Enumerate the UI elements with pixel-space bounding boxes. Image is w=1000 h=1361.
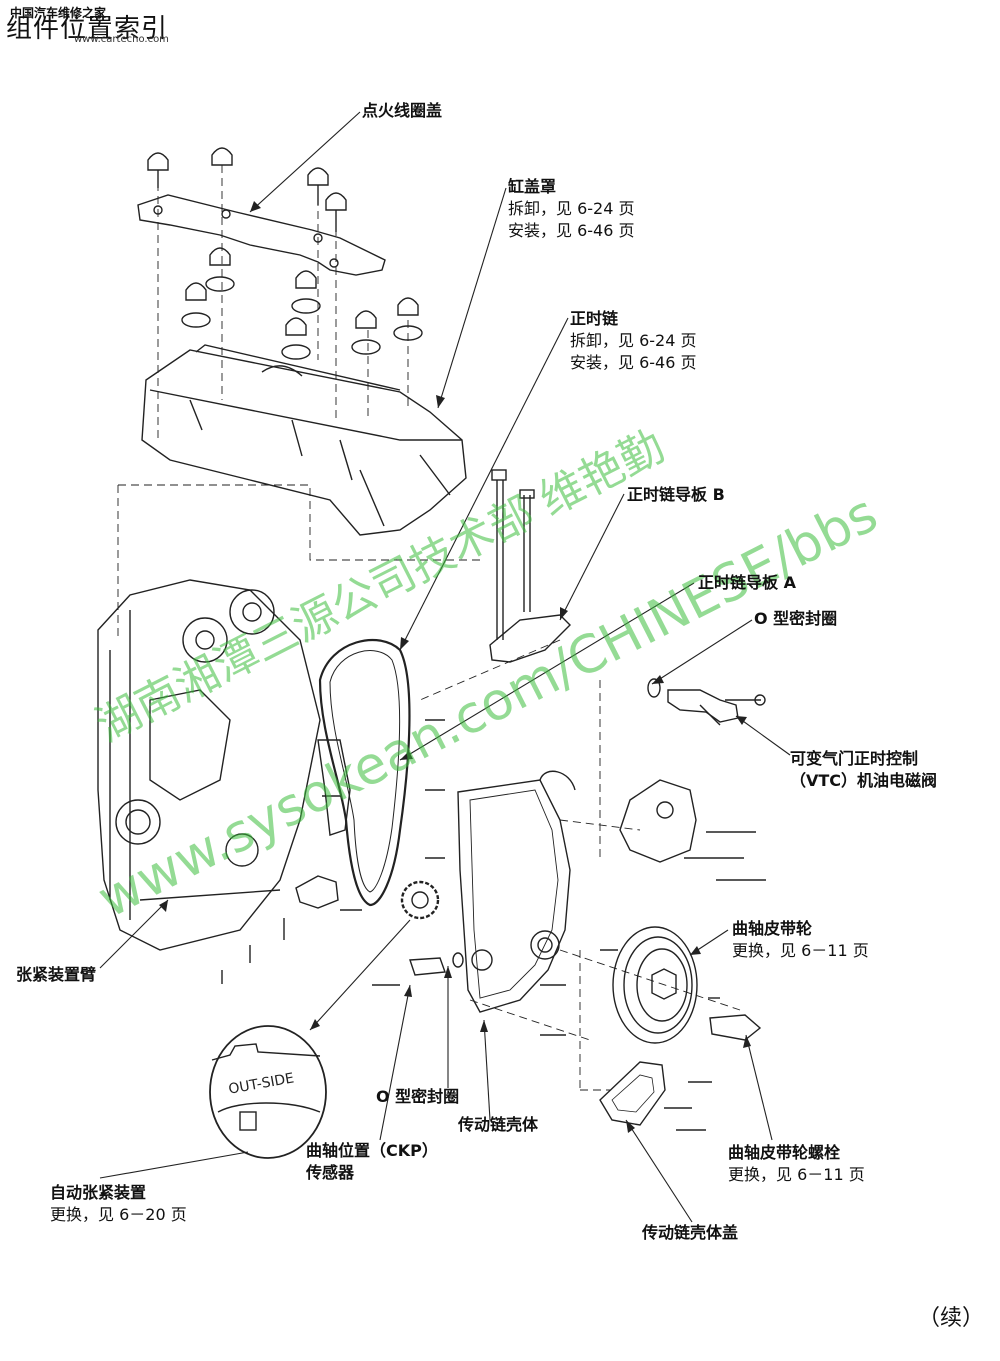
label-ignition-coil-cover: 点火线圈盖 [362,101,443,120]
chain-case-part [457,770,576,1013]
label-crank-pulley-bolt: 曲轴皮带轮螺栓 更换，见 6－11 页 [728,1143,865,1184]
engine-block-part [97,579,321,951]
detail-bubble [209,1025,327,1159]
crank-sprocket-part [400,880,440,920]
label-ckp-sensor: 曲轴位置（CKP） 传感器 [306,1141,438,1182]
label-vtc-solenoid: 可变气门正时控制 （VTC）机油电磁阀 [790,749,938,790]
continued-marker: （续） [918,1306,985,1331]
cover-fasteners [147,147,423,360]
crank-pulley-part [612,926,762,1044]
label-tensioner-arm: 张紧装置臂 [16,965,97,984]
label-cylinder-head-cover: 缸盖罩 拆卸，见 6-24 页 安装，见 6-46 页 [508,177,635,240]
cylinder-head-cover-part [141,344,467,536]
label-auto-tensioner: 自动张紧装置 更换，见 6－20 页 [50,1183,187,1224]
arrowheads [159,201,751,1133]
out-side-stamp: OUT-SIDE [227,1070,295,1097]
label-chain-case: 传动链壳体 [458,1115,539,1134]
site-name: 中国汽车维修之家 [10,6,107,20]
label-o-ring-bottom: O 型密封圈 [376,1087,460,1106]
label-chain-case-cover: 传动链壳体盖 [642,1223,739,1242]
site-url: www.cartecho.com [74,34,169,45]
vtc-solenoid-part [647,678,766,726]
chain-case-cover-part [599,1061,712,1131]
label-cam-chain: 正时链 拆卸，见 6-24 页 安装，见 6-46 页 [570,309,697,372]
chain-guides-part [317,469,571,859]
alignment-lines [117,165,741,1091]
engine-mount-bracket-part [600,779,766,951]
label-cam-chain-guide-b: 正时链导板 B [627,485,725,504]
label-crank-pulley: 曲轴皮带轮 更换，见 6－11 页 [732,919,869,960]
tensioner-part [221,875,362,984]
label-cam-chain-guide-a: 正时链导板 A [698,573,796,592]
page-title: 组件位置索引 [6,14,169,44]
ignition-coil-cover-part [137,194,386,276]
label-o-ring-top: O 型密封圈 [754,609,838,628]
ckp-sensor-part [372,952,566,1036]
